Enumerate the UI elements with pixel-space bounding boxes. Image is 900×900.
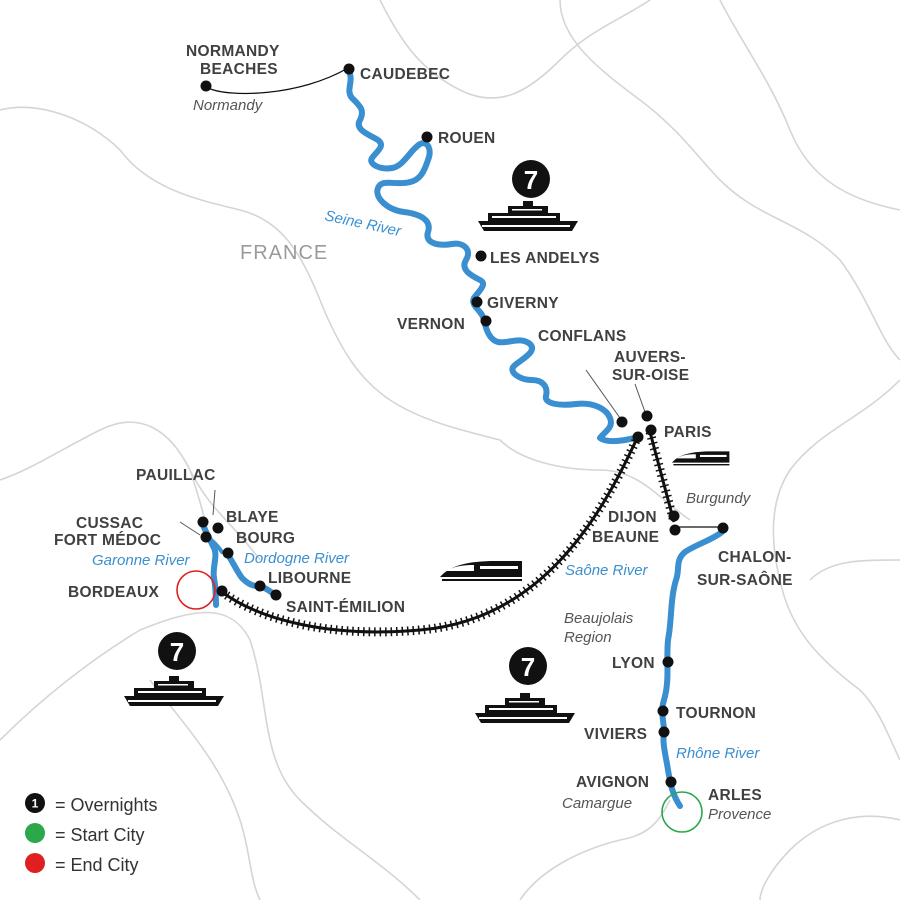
label-dijon: DIJON xyxy=(608,509,657,526)
river-ship-icon xyxy=(475,693,575,723)
label-libourne: LIBOURNE xyxy=(268,570,351,587)
label-auvers-2: SUR-OISE xyxy=(612,367,689,384)
map-legend: 1 = Overnights = Start City = End City xyxy=(25,793,158,875)
saone-rhone-river-path xyxy=(659,529,725,809)
rail-paris-bordeaux xyxy=(219,434,643,637)
label-saint-emilion: SAINT-ÉMILION xyxy=(286,599,405,616)
river-label-dordogne: Dordogne River xyxy=(244,550,350,567)
label-conflans: CONFLANS xyxy=(538,328,627,345)
overnight-badge-bordeaux: 7 xyxy=(158,632,196,670)
city-dot-dijon xyxy=(668,510,680,522)
city-dot-bourg xyxy=(222,547,234,559)
rail-paris-dijon xyxy=(645,430,679,524)
label-viviers: VIVIERS xyxy=(584,726,647,743)
label-avignon: AVIGNON xyxy=(576,774,649,791)
city-dot-auvers xyxy=(641,410,653,422)
city-dot-bordeaux xyxy=(216,585,228,597)
city-dot-libourne xyxy=(254,580,266,592)
legend-end-city: = End City xyxy=(25,853,139,875)
city-dot-paris-1 xyxy=(645,424,657,436)
label-pauillac: PAUILLAC xyxy=(136,467,216,484)
label-auvers-1: AUVERS- xyxy=(614,349,686,366)
city-dot-saint-emilion xyxy=(270,589,282,601)
label-paris: PARIS xyxy=(664,424,712,441)
river-label-garonne: Garonne River xyxy=(92,552,191,569)
region-burgundy: Burgundy xyxy=(686,490,752,507)
label-les-andelys: LES ANDELYS xyxy=(490,250,600,267)
city-dot-beaune xyxy=(669,524,681,536)
label-vernon: VERNON xyxy=(397,316,465,333)
label-cussac: CUSSAC xyxy=(76,515,143,532)
city-dot-viviers xyxy=(658,726,670,738)
river-label-rhone: Rhône River xyxy=(676,745,760,762)
river-labels: Seine River Saône River Rhône River Garo… xyxy=(92,207,760,762)
label-giverny: GIVERNY xyxy=(487,295,559,312)
river-ship-icon xyxy=(124,676,224,706)
start-city-ring-arles xyxy=(661,791,703,833)
city-labels: NORMANDY BEACHES CAUDEBEC ROUEN LES ANDE… xyxy=(54,43,793,804)
label-fort-medoc: FORT MÉDOC xyxy=(54,532,161,549)
region-provence: Provence xyxy=(708,806,771,823)
river-paths xyxy=(199,67,725,809)
city-dot-conflans xyxy=(616,416,628,428)
city-dot-avignon xyxy=(665,776,677,788)
city-dot-paris-2 xyxy=(632,431,644,443)
high-speed-train-icon xyxy=(672,451,730,466)
city-dot-vernon xyxy=(480,315,492,327)
city-dot-chalon xyxy=(717,522,729,534)
region-normandy: Normandy xyxy=(193,97,264,114)
label-normandy-beaches-2: BEACHES xyxy=(200,61,278,78)
seine-river-path xyxy=(345,67,643,445)
region-beaujolais-1: Beaujolais xyxy=(564,610,634,627)
label-rouen: ROUEN xyxy=(438,130,495,147)
label-normandy-beaches-1: NORMANDY xyxy=(186,43,280,60)
river-label-seine: Seine River xyxy=(323,207,403,240)
label-caudebec: CAUDEBEC xyxy=(360,66,450,83)
country-label: FRANCE xyxy=(240,242,328,264)
leader-lines xyxy=(179,369,646,536)
city-dot-pauillac xyxy=(197,516,209,528)
overnight-badge-seine: 7 xyxy=(512,160,550,198)
svg-text:= Start City: = Start City xyxy=(55,825,145,845)
label-bordeaux: BORDEAUX xyxy=(68,584,159,601)
city-dot-rouen xyxy=(421,131,433,143)
legend-start-city: = Start City xyxy=(25,823,145,845)
label-chalon-1: CHALON- xyxy=(718,549,792,566)
city-dot-blaye xyxy=(212,522,224,534)
label-arles: ARLES xyxy=(708,787,762,804)
city-dot-normandy-beaches xyxy=(200,80,212,92)
label-tournon: TOURNON xyxy=(676,705,756,722)
high-speed-train-icon xyxy=(440,561,522,581)
svg-text:= End City: = End City xyxy=(55,855,139,875)
city-dot-caudebec xyxy=(343,63,355,75)
river-label-saone: Saône River xyxy=(565,562,649,579)
dordogne-river-path xyxy=(223,549,279,598)
svg-text:7: 7 xyxy=(170,637,184,667)
overnight-badge-rhone: 7 xyxy=(509,647,547,685)
svg-text:7: 7 xyxy=(524,165,538,195)
city-dot-giverny xyxy=(471,296,483,308)
svg-text:1: 1 xyxy=(32,797,39,811)
city-dot-les-andelys xyxy=(475,250,487,262)
svg-text:7: 7 xyxy=(521,652,535,682)
end-city-ring-bordeaux xyxy=(176,570,216,610)
normandy-excursion-path xyxy=(207,67,349,95)
city-dot-cussac xyxy=(200,531,212,543)
city-dot-lyon xyxy=(662,656,674,668)
label-lyon: LYON xyxy=(612,655,655,672)
label-beaune: BEAUNE xyxy=(592,529,659,546)
region-camargue: Camargue xyxy=(562,795,632,812)
city-dot-tournon xyxy=(657,705,669,717)
region-labels: Normandy Burgundy Beaujolais Region Cama… xyxy=(193,97,771,823)
svg-text:= Overnights: = Overnights xyxy=(55,795,158,815)
river-ship-icon xyxy=(478,201,578,231)
label-bourg: BOURG xyxy=(236,530,295,547)
label-chalon-2: SUR-SAÔNE xyxy=(697,571,793,589)
legend-overnights: 1 = Overnights xyxy=(25,793,158,815)
city-dots xyxy=(197,63,729,788)
label-blaye: BLAYE xyxy=(226,509,279,526)
region-beaujolais-2: Region xyxy=(564,629,612,646)
